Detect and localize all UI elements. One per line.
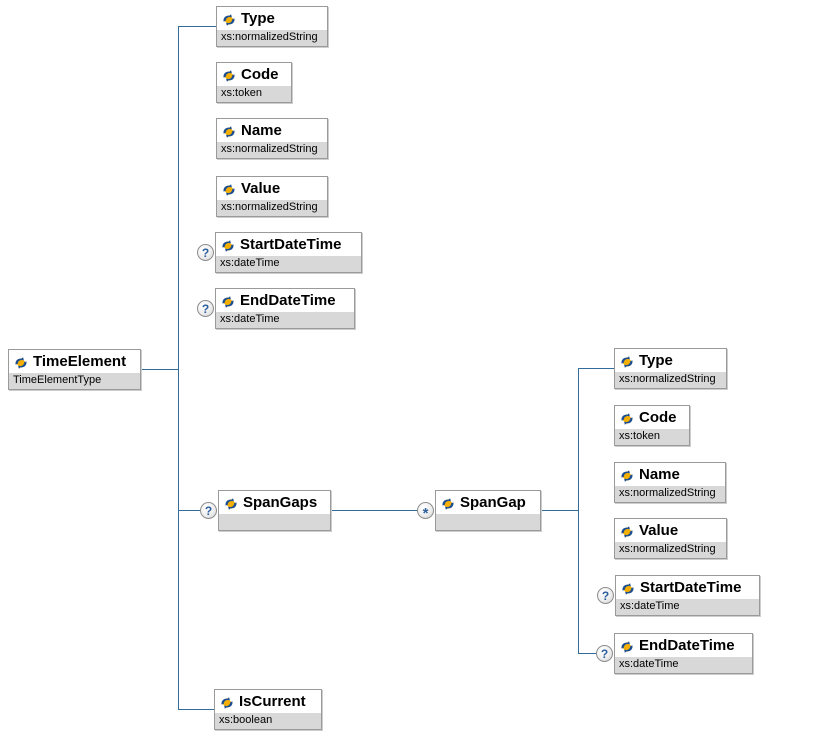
element-icon xyxy=(441,497,455,510)
element-type-label: xs:normalizedString xyxy=(217,142,327,158)
element-label: TimeElement xyxy=(33,353,127,370)
element-type-label: xs:dateTime xyxy=(216,312,354,328)
element-type-label xyxy=(436,514,540,530)
element-node-enddatetime[interactable]: EndDateTime xs:dateTime xyxy=(215,288,355,329)
element-node-startdatetime[interactable]: StartDateTime xs:dateTime xyxy=(215,232,362,273)
optional-badge: ? xyxy=(200,502,217,519)
element-label: Code xyxy=(639,409,677,426)
element-label: EndDateTime xyxy=(639,637,735,654)
element-icon xyxy=(620,640,634,653)
element-label: Type xyxy=(241,10,275,27)
connector-right-enddatetime xyxy=(578,653,598,654)
element-label: Value xyxy=(639,522,679,539)
element-icon xyxy=(222,125,236,138)
connector-spangaps-spangap xyxy=(331,510,418,511)
element-icon xyxy=(222,13,236,26)
occurrence-label: ? xyxy=(201,245,210,260)
element-icon xyxy=(620,355,634,368)
element-label: Value xyxy=(241,180,281,197)
element-node-spangap-value[interactable]: Value xs:normalizedString xyxy=(614,518,727,559)
optional-badge: ? xyxy=(197,300,214,317)
element-icon xyxy=(620,469,634,482)
occurrence-label: ? xyxy=(201,301,210,316)
optional-badge: ? xyxy=(597,587,614,604)
repeat-badge: * xyxy=(417,502,434,522)
element-node-spangaps[interactable]: SpanGaps xyxy=(218,490,331,531)
element-icon xyxy=(620,525,634,538)
element-type-label: xs:dateTime xyxy=(216,256,361,272)
element-icon xyxy=(224,497,238,510)
element-label: Name xyxy=(639,466,680,483)
element-type-label: xs:normalizedString xyxy=(615,372,726,388)
element-type-label: xs:dateTime xyxy=(615,657,752,673)
connector-spangaps xyxy=(178,510,202,511)
occurrence-label: * xyxy=(422,504,429,522)
element-type-label: xs:normalizedString xyxy=(217,200,327,216)
element-icon xyxy=(621,582,635,595)
element-icon xyxy=(222,69,236,82)
element-label: EndDateTime xyxy=(240,292,336,309)
element-label: Name xyxy=(241,122,282,139)
element-label: SpanGaps xyxy=(243,494,318,511)
element-type-label: xs:token xyxy=(217,86,291,102)
element-node-name[interactable]: Name xs:normalizedString xyxy=(216,118,328,159)
occurrence-label: ? xyxy=(601,588,610,603)
element-type-label: xs:normalizedString xyxy=(615,542,726,558)
element-type-label: TimeElementType xyxy=(9,373,140,389)
element-icon xyxy=(221,295,235,308)
occurrence-label: ? xyxy=(600,646,609,661)
element-node-iscurrent[interactable]: IsCurrent xs:boolean xyxy=(214,689,322,730)
element-icon xyxy=(14,356,28,369)
element-icon xyxy=(221,239,235,252)
connector-left-type xyxy=(178,26,216,27)
element-type-label: xs:token xyxy=(615,429,689,445)
element-node-spangap-name[interactable]: Name xs:normalizedString xyxy=(614,462,726,503)
element-label: StartDateTime xyxy=(640,579,742,596)
element-node-type[interactable]: Type xs:normalizedString xyxy=(216,6,328,47)
connector-iscurrent xyxy=(178,709,214,710)
connector-right-trunk xyxy=(578,368,579,653)
element-node-spangap-enddatetime[interactable]: EndDateTime xs:dateTime xyxy=(614,633,753,674)
element-node-spangap[interactable]: SpanGap xyxy=(435,490,541,531)
connector-root xyxy=(141,369,178,370)
element-label: IsCurrent xyxy=(239,693,306,710)
element-type-label: xs:normalizedString xyxy=(217,30,327,46)
element-label: StartDateTime xyxy=(240,236,342,253)
element-node-spangap-startdatetime[interactable]: StartDateTime xs:dateTime xyxy=(615,575,760,616)
optional-badge: ? xyxy=(596,645,613,662)
element-type-label: xs:normalizedString xyxy=(615,486,725,502)
optional-badge: ? xyxy=(197,244,214,261)
element-label: Code xyxy=(241,66,279,83)
element-label: SpanGap xyxy=(460,494,526,511)
element-type-label: xs:dateTime xyxy=(616,599,759,615)
element-node-spangap-code[interactable]: Code xs:token xyxy=(614,405,690,446)
connector-right-type xyxy=(578,368,614,369)
connector-spangap-trunk xyxy=(541,510,578,511)
occurrence-label: ? xyxy=(204,503,213,518)
element-icon xyxy=(220,696,234,709)
element-node-code[interactable]: Code xs:token xyxy=(216,62,292,103)
connector-left-trunk xyxy=(178,26,179,709)
element-type-label: xs:boolean xyxy=(215,713,321,729)
element-icon xyxy=(222,183,236,196)
element-label: Type xyxy=(639,352,673,369)
element-node-timeelement[interactable]: TimeElement TimeElementType xyxy=(8,349,141,390)
element-type-label xyxy=(219,514,330,530)
element-node-spangap-type[interactable]: Type xs:normalizedString xyxy=(614,348,727,389)
element-icon xyxy=(620,412,634,425)
element-node-value[interactable]: Value xs:normalizedString xyxy=(216,176,328,217)
